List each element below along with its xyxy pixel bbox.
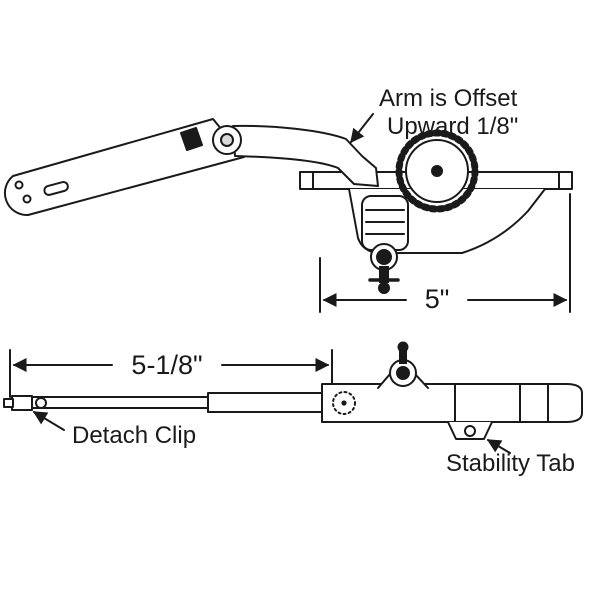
dimension-operator-width: 5" [319,193,571,314]
arm-offset-arrow [350,113,374,144]
gear-teeth-ring [395,129,479,213]
crank-stub [368,243,400,294]
arm-clip-block [180,127,203,151]
annotation-stability-tab: Stability Tab [446,439,575,477]
stability-tab-label: Stability Tab [446,450,575,477]
top-view-drawing: 5" Arm is Offset Upward 1/8" [3,85,573,314]
arm-slot [43,181,69,196]
dimension-arm-length: 5-1/8" [9,349,333,398]
pivot-post [377,341,429,389]
operator-arm-extended [3,118,245,217]
annotation-detach-clip: Detach Clip [32,411,196,449]
arm-offset-label-line2: Upward 1/8" [387,113,518,140]
worm-housing [361,195,409,251]
arm-tip-hole [22,194,32,204]
stability-tab-arrow [486,439,511,454]
tab-hole [464,425,476,437]
operator-arm-retracted [29,392,336,413]
bottom-view-drawing: 5-1/8" [3,341,583,477]
annotation-arm-offset: Arm is Offset Upward 1/8" [350,85,518,144]
detach-clip-label: Detach Clip [72,422,196,449]
elbow-rivet [212,125,242,155]
dimension-label-arm-length: 5-1/8" [131,350,202,380]
operator-housing-bottom [321,383,583,423]
arm-rivet [35,397,47,409]
dimension-label-width: 5" [425,284,450,314]
detach-clip-arrow [32,411,65,431]
detach-clip-part [3,395,33,411]
arm-offset-label-line1: Arm is Offset [379,85,518,112]
dashed-gear-circle [332,391,356,415]
arm-tip-hole [14,180,24,190]
stability-tab-part [447,421,493,440]
operator-link-arm [232,124,379,187]
drive-gear [395,129,479,213]
